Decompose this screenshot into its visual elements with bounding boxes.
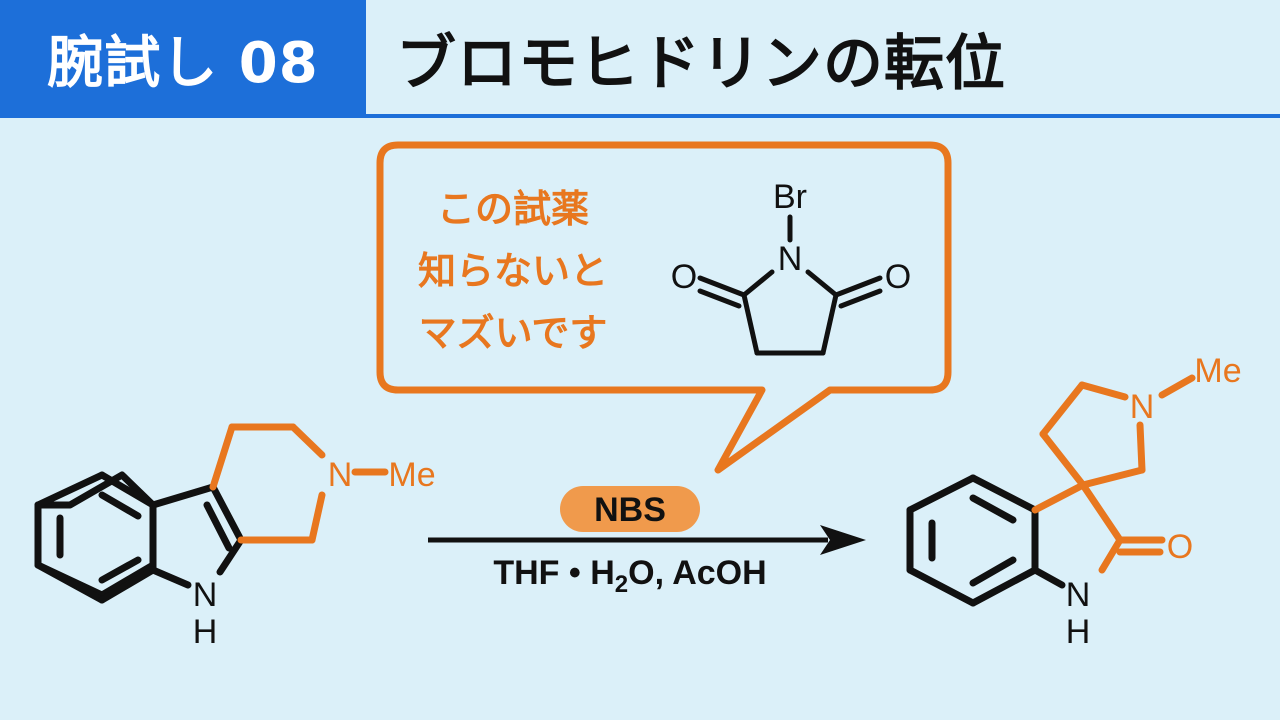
nbs-o-right-label: O <box>885 258 911 296</box>
problem-badge: 腕試し 08 <box>0 0 366 116</box>
bubble-text: この試薬 知らないと マズいです <box>402 178 624 364</box>
starting-material-structure <box>34 423 389 604</box>
nbs-br-label: Br <box>773 178 807 216</box>
conditions-subscript: 2 <box>615 571 628 598</box>
header: 腕試し 08 ブロモヒドリンの転位 <box>0 0 1280 118</box>
nbs-o-left-label: O <box>671 258 697 296</box>
product-carbonyl-o-label: O <box>1167 528 1193 566</box>
product-structure <box>906 374 1196 607</box>
sm-indole-n-label: N <box>193 576 218 614</box>
bubble-line-3: マズいです <box>418 310 608 355</box>
sm-methyl-label: Me <box>388 456 435 494</box>
page-title: ブロモヒドリンの転位 <box>396 28 1006 99</box>
reaction-conditions: THF • H2O, AcOH <box>493 554 766 598</box>
sm-amine-n-label: N <box>328 456 353 494</box>
conditions-suffix: O, AcOH <box>628 554 767 592</box>
header-divider <box>0 114 1280 118</box>
nbs-structure <box>697 214 883 356</box>
reagent-pill <box>560 486 700 532</box>
nbs-n-label: N <box>778 240 803 278</box>
product-amine-n-label: N <box>1130 388 1155 426</box>
product-amide-h-label: H <box>1066 613 1091 651</box>
bubble-line-1: この試薬 <box>436 186 589 231</box>
bubble-line-2: 知らないと <box>417 248 608 293</box>
sm-indole-h-label: H <box>193 613 218 651</box>
speech-bubble <box>376 141 952 474</box>
conditions-prefix: THF • H <box>493 554 614 592</box>
product-amide-n-label: N <box>1066 576 1091 614</box>
product-methyl-label: Me <box>1194 352 1241 390</box>
reaction-arrow <box>428 525 866 555</box>
reagent-label: NBS <box>594 491 666 529</box>
